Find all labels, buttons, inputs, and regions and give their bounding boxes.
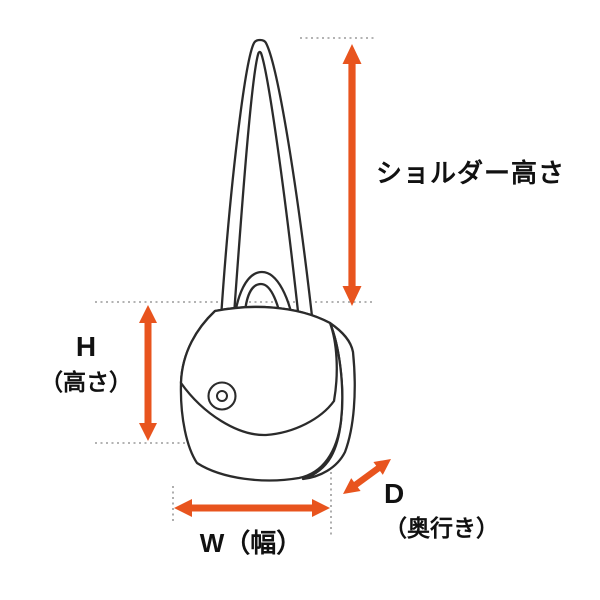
bag-clasp-inner (216, 390, 228, 402)
height-label: H （高さ） (26, 330, 146, 396)
height-label-letter: H (75, 331, 97, 362)
depth-arrow (343, 459, 391, 494)
bag-shoulder-strap (219, 38, 316, 336)
depth-label-sub: （奥行き） (384, 514, 499, 541)
depth-label-letter: D (384, 478, 405, 509)
height-label-sub: （高さ） (40, 368, 132, 395)
shoulder-height-label: ショルダー高さ (376, 158, 566, 188)
height-arrow (139, 305, 157, 441)
width-label: W（幅） (199, 528, 303, 558)
width-arrow (174, 499, 330, 517)
shoulder-height-arrow (342, 44, 362, 306)
depth-label: D （奥行き） (384, 477, 499, 542)
